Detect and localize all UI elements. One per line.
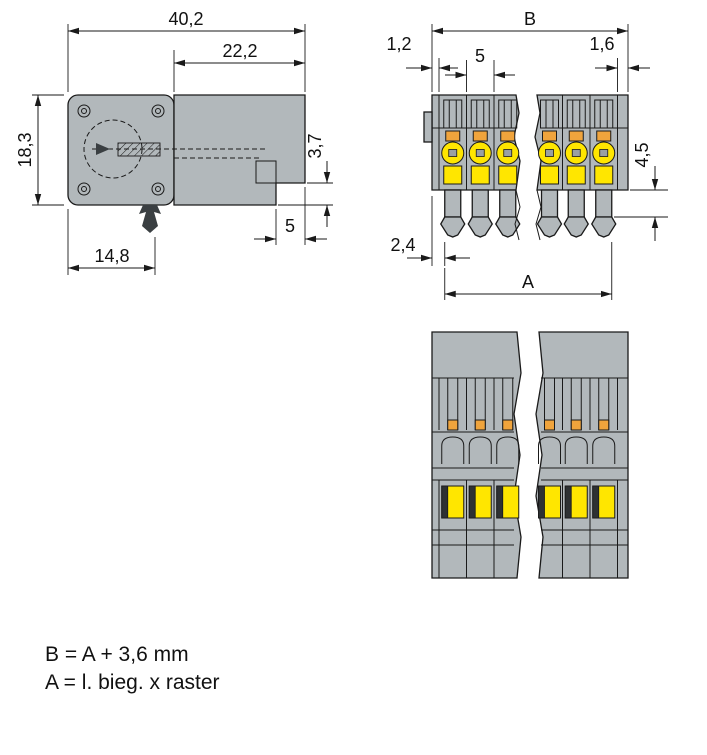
dim-label-step: 3,7 — [305, 133, 325, 158]
dim-label-foot-offset-front: 2,4 — [390, 235, 415, 255]
dim-pitch: 5 — [445, 46, 515, 92]
dim-label-b: B — [524, 9, 536, 29]
dim-label-partial-width: 22,2 — [222, 41, 257, 61]
dim-height: 18,3 — [15, 94, 64, 206]
formula-b: B = A + 3,6 mm — [45, 643, 189, 666]
dim-label-a: A — [522, 272, 534, 292]
dim-label-height: 18,3 — [15, 132, 35, 167]
dim-label-right-margin: 1,6 — [589, 34, 614, 54]
dim-label-pitch: 5 — [475, 46, 485, 66]
dim-foot-offset-front: 2,4 — [390, 196, 470, 266]
dim-step-offset: 5 — [254, 187, 327, 245]
spring-tip — [96, 143, 110, 155]
dim-foot-height: 4,5 — [614, 142, 668, 241]
dim-right-margin: 1,6 — [589, 34, 650, 92]
plug-body-left — [431, 331, 522, 579]
plug-view — [431, 331, 629, 579]
side-latch-tab — [423, 111, 433, 143]
plug-section-lines — [432, 377, 628, 546]
internal-contours — [83, 119, 277, 184]
mounting-foot — [139, 205, 161, 233]
dim-label-step-offset: 5 — [285, 216, 295, 236]
dim-left-margin: 1,2 — [386, 34, 458, 92]
plug-body-right — [535, 331, 629, 579]
screw-bosses — [77, 104, 165, 196]
side-view: 40,2 22,2 18,3 3,7 5 — [15, 9, 333, 275]
break-line — [535, 189, 542, 241]
notes: B = A + 3,6 mm A = l. bieg. x raster — [45, 643, 220, 694]
dim-partial-width: 22,2 — [173, 41, 305, 92]
front-view: B 1,2 5 1,6 4,5 — [386, 9, 668, 300]
dim-label-total-width: 40,2 — [168, 9, 203, 29]
break-line — [514, 189, 521, 241]
plug-pole-separators — [438, 378, 618, 578]
dim-total-width: 40,2 — [67, 9, 306, 92]
clamp-hatch — [117, 142, 161, 157]
dim-step: 3,7 — [278, 133, 333, 227]
dim-label-foot-offset: 14,8 — [94, 246, 129, 266]
dim-label-left-margin: 1,2 — [386, 34, 411, 54]
latch-detail — [255, 160, 277, 184]
dim-label-foot-height: 4,5 — [632, 142, 652, 167]
dim-span-a: A — [444, 242, 613, 300]
plug-extension — [173, 94, 306, 206]
formula-a: A = l. bieg. x raster — [45, 671, 220, 694]
dim-foot-offset: 14,8 — [67, 209, 156, 275]
dim-overall-b: B — [431, 9, 629, 92]
